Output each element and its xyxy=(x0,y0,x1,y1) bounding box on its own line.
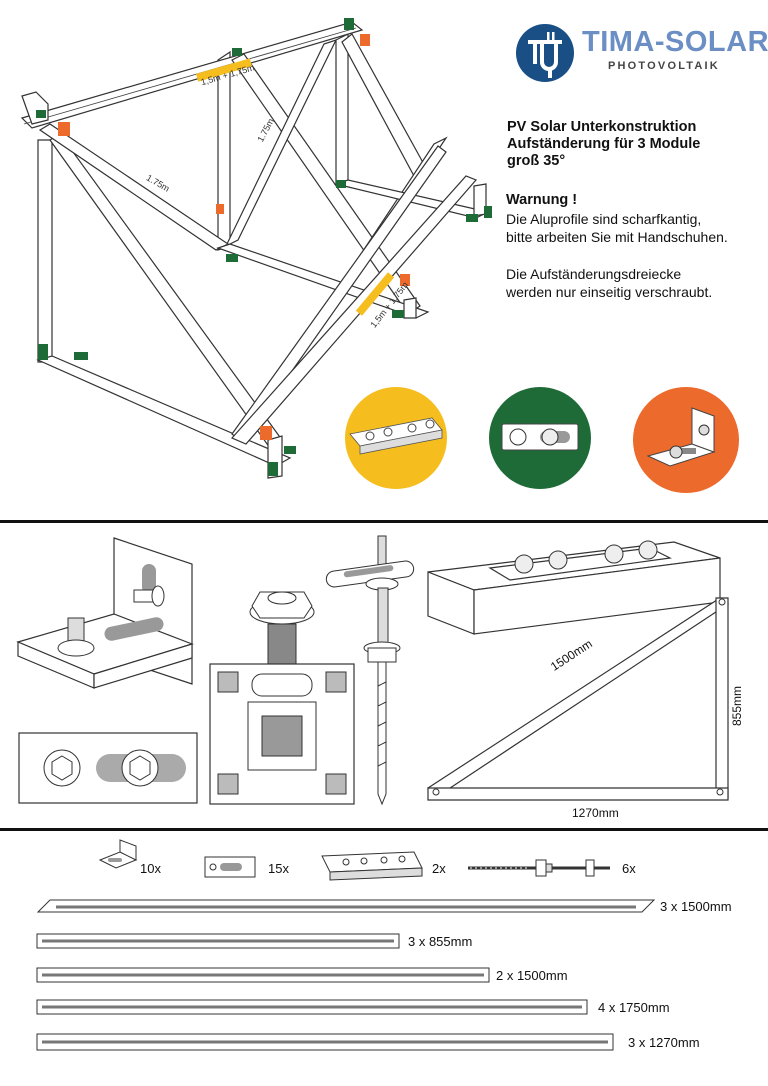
marker-green xyxy=(392,310,404,318)
part-count: 15x xyxy=(268,861,289,876)
marker-orange xyxy=(360,34,370,46)
detail-circle-orange xyxy=(633,387,739,493)
rail-bar xyxy=(36,999,588,1015)
marker-green xyxy=(336,180,346,188)
brand-tagline: PHOTOVOLTAIK xyxy=(608,60,720,72)
part-connector-plate-icon xyxy=(321,851,423,881)
part-count: 10x xyxy=(140,861,161,876)
marker-green xyxy=(466,214,478,222)
flange-nut-icon xyxy=(249,591,315,625)
profile-cross-section xyxy=(209,591,355,805)
part-count: 2x xyxy=(432,861,446,876)
marker-green xyxy=(226,254,238,262)
part-slot-plate-icon xyxy=(204,856,256,878)
note-line-2: werden nur einseitig verschraubt. xyxy=(506,284,713,300)
rail-label: 4 x 1750mm xyxy=(598,1000,670,1015)
detail-circle-yellow xyxy=(345,387,447,489)
title-line-2: Aufständerung für 3 Module xyxy=(507,136,701,152)
bolt-icon xyxy=(365,419,435,441)
rail-connector-detail xyxy=(427,540,721,635)
note-line-1: Die Aufständerungsdreiecke xyxy=(506,266,682,282)
warning-line-2: bitte arbeiten Sie mit Handschuhen. xyxy=(506,229,728,245)
section-divider-2 xyxy=(0,828,768,831)
bolt-icon xyxy=(698,424,710,436)
warning-heading: Warnung ! xyxy=(506,192,578,208)
marker-green xyxy=(74,352,88,360)
rail-label: 3 x 1270mm xyxy=(628,1035,700,1050)
marker-yellow xyxy=(195,58,253,82)
marker-green xyxy=(344,18,354,30)
label-diag-mid: 1.75m xyxy=(255,117,276,144)
warning-block: Warnung ! Die Aluprofile sind scharfkant… xyxy=(506,192,764,246)
frame-assembly-illustration: 1,5m + 1,75m 1,5m + 1,75m 1.75m 1.75m xyxy=(20,18,492,479)
detail-circle-green xyxy=(489,387,591,489)
part-angle-bracket-icon xyxy=(98,839,138,869)
rail-bar xyxy=(36,1033,614,1051)
triangle-height-label: 855mm xyxy=(730,685,744,726)
note-block: Die Aufständerungsdreiecke werden nur ei… xyxy=(506,265,764,301)
marker-orange xyxy=(58,122,70,136)
marker-orange xyxy=(260,426,272,440)
marker-green xyxy=(36,110,46,118)
rail-label: 2 x 1500mm xyxy=(496,968,568,983)
marker-green xyxy=(484,206,492,218)
marker-green xyxy=(284,446,296,454)
marker-orange xyxy=(400,274,410,286)
bolt-icon xyxy=(669,445,683,459)
logo-plug-icon xyxy=(516,24,574,82)
hex-nut-icon xyxy=(509,428,527,446)
rail-label: 3 x 855mm xyxy=(408,934,473,949)
brand-logo: TIMA-SOLAR PHOTOVOLTAIK xyxy=(514,22,768,84)
rail-label: 3 x 1500mm xyxy=(660,899,732,914)
rail-bar xyxy=(36,899,656,913)
marker-green xyxy=(232,48,242,56)
part-hanger-bolt-icon xyxy=(468,859,610,877)
marker-yellow xyxy=(355,272,395,316)
marker-green xyxy=(38,344,48,360)
hanger-bolt-detail xyxy=(325,535,415,806)
warning-line-1: Die Aluprofile sind scharfkantig, xyxy=(506,211,702,227)
rail-bar xyxy=(36,967,490,983)
title-block: PV Solar Unterkonstruktion Aufständerung… xyxy=(507,119,765,170)
brand-name: TIMA-SOLAR xyxy=(582,26,768,58)
marker-green xyxy=(268,462,278,476)
triangle-frame-detail xyxy=(426,597,730,801)
triangle-base-label: 1270mm xyxy=(572,806,619,820)
marker-orange xyxy=(216,204,224,214)
section-divider-1 xyxy=(0,520,768,523)
slot-plate-detail xyxy=(18,732,198,804)
bolt-icon xyxy=(514,540,658,574)
title-line-1: PV Solar Unterkonstruktion xyxy=(507,119,697,135)
hex-nut-icon xyxy=(541,428,559,446)
part-count: 6x xyxy=(622,861,636,876)
rail-bar xyxy=(36,933,400,949)
bolt-icon xyxy=(57,585,165,657)
angle-bracket-detail xyxy=(16,537,194,689)
title-line-3: groß 35° xyxy=(507,153,566,169)
